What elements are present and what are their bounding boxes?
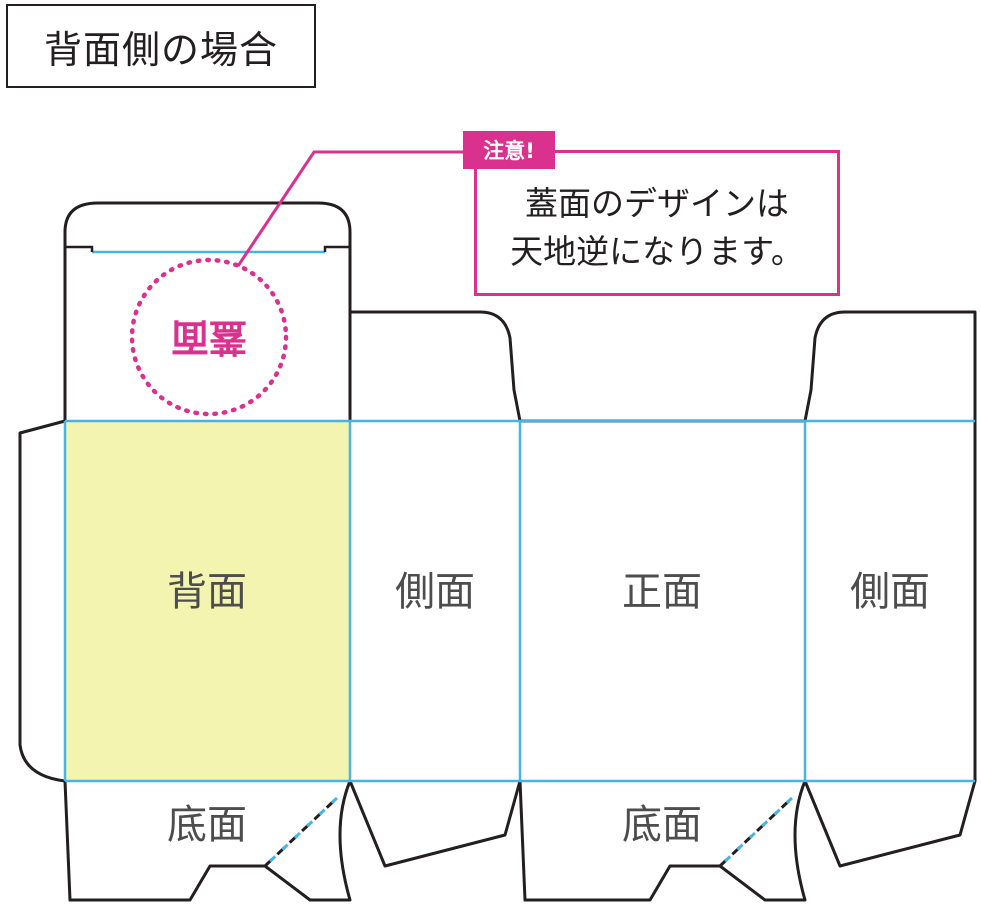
note-line-2: 天地逆になります。 [510, 232, 804, 271]
callout-leader-line [236, 150, 476, 267]
tuck-notch-right [323, 245, 350, 252]
lid-flap-outline [63, 201, 352, 423]
lid-label: 蓋面 [171, 315, 247, 359]
front-panel-label: 正面 [622, 569, 702, 615]
side-panel-right-label: 側面 [850, 569, 930, 615]
bottom-panel-left-label: 底面 [167, 802, 247, 848]
back-panel-label: 背面 [167, 569, 247, 615]
back-panel-fill [65, 421, 350, 781]
lid-highlight-circle [129, 257, 289, 417]
bottom-flap-front-outline [518, 779, 807, 902]
bottom-flap-back-outline [63, 779, 352, 902]
title-box: 背面側の場合 [6, 4, 316, 88]
note-tag: 注意! [463, 131, 555, 169]
diagonal-fold-right-dark [718, 795, 795, 868]
tuck-notch-left [65, 245, 94, 252]
dust-flap-left-outline [348, 310, 522, 423]
diagonal-fold-left-dark [263, 795, 340, 868]
dust-flap-right-outline [803, 310, 977, 783]
bottom-panel-right-label: 底面 [622, 802, 702, 848]
title-text: 背面側の場合 [43, 27, 278, 72]
bottom-dust-flap-1-outline [348, 779, 522, 868]
bottom-dust-flap-2-outline [803, 779, 977, 868]
side-panel-left-label: 側面 [395, 569, 475, 615]
glue-flap-outline [18, 419, 67, 783]
note-line-1: 蓋面のデザインは [525, 184, 789, 223]
note-box: 蓋面のデザインは 天地逆になります。 [474, 150, 840, 296]
